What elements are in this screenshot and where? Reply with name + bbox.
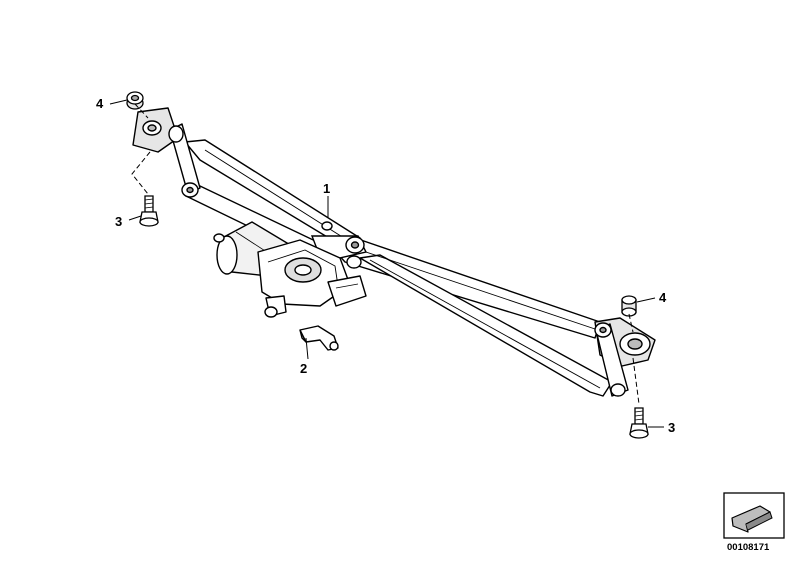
nut-left — [126, 91, 144, 110]
assembly-lines — [131, 103, 640, 405]
nut-right — [621, 295, 637, 317]
bolt-left — [139, 195, 159, 227]
clip-part — [299, 325, 339, 351]
wiper-motor — [213, 221, 367, 318]
left-pivot-bracket — [132, 107, 201, 198]
callout-3-right: 3 — [668, 420, 675, 435]
reference-box — [723, 492, 785, 539]
callout-2: 2 — [300, 361, 307, 376]
callout-1: 1 — [323, 181, 330, 196]
bolt-right — [629, 407, 649, 439]
image-reference-number: 00108171 — [727, 542, 770, 553]
callout-4-right: 4 — [659, 290, 667, 305]
callout-4-left: 4 — [96, 96, 104, 111]
leader-lines — [109, 99, 664, 428]
callout-3-left: 3 — [115, 214, 122, 229]
right-pivot-bracket — [594, 317, 656, 397]
arrow-icon — [731, 505, 773, 533]
